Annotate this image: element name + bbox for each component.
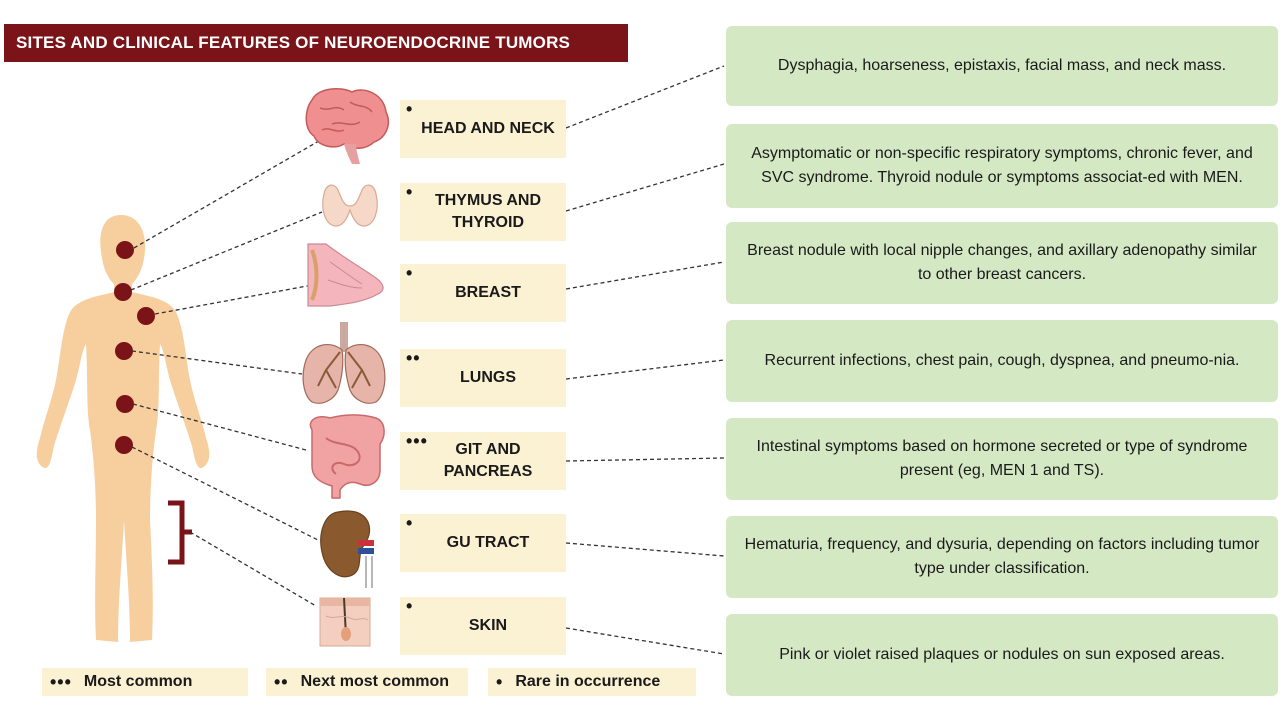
frequency-dots: • [406, 596, 414, 616]
feature-gu-tract: Hematuria, frequency, and dysuria, depen… [726, 516, 1278, 598]
legend-dots: •• [274, 671, 289, 692]
site-lungs: •• LUNGS [400, 349, 566, 407]
legend-dots: • [496, 671, 504, 692]
marker-gu [115, 436, 133, 454]
site-gu-tract: • GU TRACT [400, 514, 566, 572]
body-connectors [130, 137, 325, 607]
legend-rare: • Rare in occurrence [488, 668, 696, 696]
marker-lungs [115, 342, 133, 360]
brain-icon [305, 87, 390, 164]
site-label: SKIN [468, 617, 508, 634]
feature-lungs: Recurrent infections, chest pain, cough,… [726, 320, 1278, 402]
site-label: GU TRACT [446, 534, 530, 551]
marker-git [116, 395, 134, 413]
site-breast: • BREAST [400, 264, 566, 322]
skin-icon [319, 597, 371, 647]
frequency-dots: • [406, 182, 414, 202]
marker-neck [114, 283, 132, 301]
marker-skin-bracket [168, 500, 192, 565]
site-skin: • SKIN [400, 597, 566, 655]
frequency-dots: ••• [406, 431, 428, 451]
legend-label: Rare in occurrence [515, 673, 661, 690]
legend-label: Next most common [300, 673, 450, 690]
legend-most-common: ••• Most common [42, 668, 248, 696]
thyroid-icon [322, 184, 378, 227]
site-label: HEAD AND NECK [421, 120, 555, 137]
page-title: SITES AND CLINICAL FEATURES OF NEUROENDO… [4, 24, 628, 62]
frequency-dots: • [406, 263, 414, 283]
human-body-silhouette [36, 215, 210, 642]
site-label: GIT AND PANCREAS [443, 441, 533, 480]
legend-next-most-common: •• Next most common [266, 668, 468, 696]
feature-connectors [565, 65, 725, 655]
legend-label: Most common [83, 673, 193, 690]
breast-icon [307, 243, 384, 307]
marker-breast [137, 307, 155, 325]
lungs-icon [302, 322, 386, 404]
kidney-icon [320, 510, 374, 588]
site-git-and-pancreas: ••• GIT AND PANCREAS [400, 432, 566, 490]
site-label: LUNGS [460, 369, 516, 386]
legend-dots: ••• [50, 671, 72, 692]
frequency-dots: •• [406, 348, 421, 368]
site-label: THYMUS AND THYROID [434, 192, 542, 231]
marker-head [116, 241, 134, 259]
site-label: BREAST [455, 284, 521, 301]
site-thymus-and-thyroid: • THYMUS AND THYROID [400, 183, 566, 241]
feature-head-and-neck: Dysphagia, hoarseness, epistaxis, facial… [726, 26, 1278, 106]
feature-skin: Pink or violet raised plaques or nodules… [726, 614, 1278, 696]
site-head-and-neck: • HEAD AND NECK [400, 100, 566, 158]
feature-git-and-pancreas: Intestinal symptoms based on hormone sec… [726, 418, 1278, 500]
intestine-icon [309, 414, 385, 499]
feature-breast: Breast nodule with local nipple changes,… [726, 222, 1278, 304]
frequency-dots: • [406, 513, 414, 533]
frequency-dots: • [406, 99, 414, 119]
feature-thymus-and-thyroid: Asymptomatic or non-specific respiratory… [726, 124, 1278, 208]
